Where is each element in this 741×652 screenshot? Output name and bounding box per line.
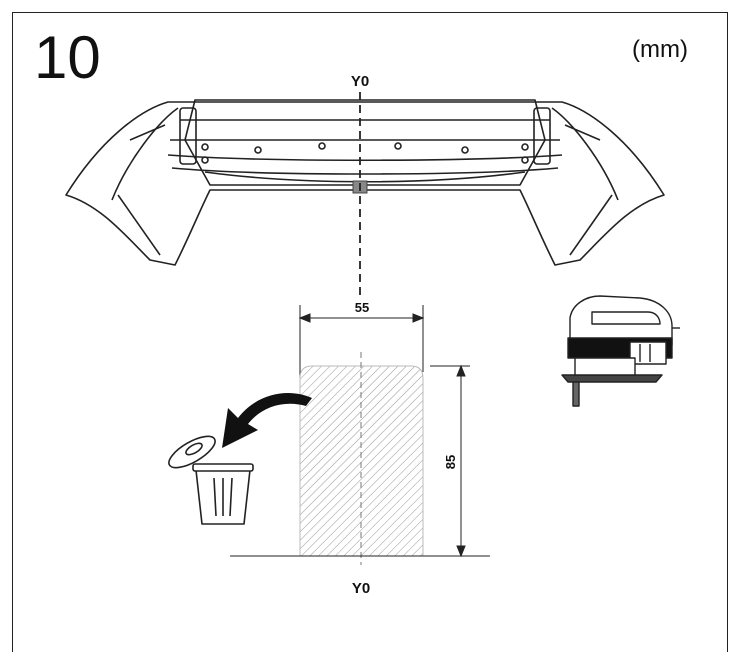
- height-dimension: [430, 364, 470, 558]
- discard-arrow-icon: [222, 392, 312, 448]
- width-label: 55: [355, 300, 369, 315]
- bumper-icon: [65, 99, 665, 266]
- trash-can-icon: [168, 435, 254, 525]
- step-number: 10: [34, 24, 101, 91]
- panel-border: [12, 12, 728, 652]
- cutout-area: [299, 365, 424, 557]
- jigsaw-icon: [561, 295, 680, 407]
- y0-label-bottom: Y0: [352, 580, 370, 597]
- y0-label-top: Y0: [351, 73, 369, 90]
- height-label: 85: [443, 455, 458, 469]
- unit-label: (mm): [632, 36, 688, 63]
